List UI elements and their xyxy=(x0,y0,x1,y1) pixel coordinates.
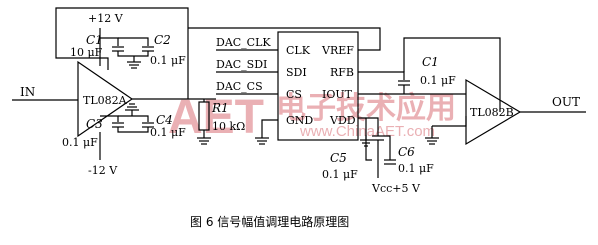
label-dac-clk: DAC_CLK xyxy=(216,36,271,49)
label-r1-name: R1 xyxy=(211,101,229,115)
label-c6-name: C6 xyxy=(398,145,415,159)
label-supply-pos: +12 V xyxy=(88,12,124,25)
figure-caption: 图 6 信号幅值调理电路原理图 xyxy=(190,214,349,229)
label-c1-left-name: C1 xyxy=(86,33,103,47)
opamp1-symbol xyxy=(77,60,134,138)
label-pin-cs: CS xyxy=(286,88,302,101)
label-dac-cs: DAC_CS xyxy=(216,80,263,93)
label-c1-right-name: C1 xyxy=(422,55,439,69)
label-pin-gnd: GND xyxy=(286,114,313,127)
label-c1-right-value: 0.1 μF xyxy=(420,74,456,87)
label-c4-name: C4 xyxy=(156,113,173,127)
opamp1-feedback-wire xyxy=(55,7,189,99)
label-c1-left-value: 10 μF xyxy=(70,46,103,59)
label-pin-clk: CLK xyxy=(286,44,311,57)
opamp2-symbol xyxy=(465,78,522,146)
label-pin-vdd: VDD xyxy=(329,114,356,127)
label-opamp1: TL082A xyxy=(83,94,128,107)
watermark: AET 电子技术应用 www.ChinaAET.com xyxy=(168,91,456,144)
watermark-url: www.ChinaAET.com xyxy=(299,123,435,140)
label-pin-vref: VREF xyxy=(321,44,354,57)
label-r1-value: 10 kΩ xyxy=(212,120,245,133)
label-output: OUT xyxy=(552,95,580,109)
label-c3-value: 0.1 μF xyxy=(62,136,98,149)
label-c2-name: C2 xyxy=(154,33,171,47)
label-input: IN xyxy=(20,85,35,99)
dac-chip xyxy=(277,31,359,141)
rfb-wire xyxy=(358,71,405,80)
label-c5-name: C5 xyxy=(330,151,347,165)
label-pin-sdi: SDI xyxy=(286,66,307,79)
label-c2-value: 0.1 μF xyxy=(150,54,186,67)
label-c5-value: 0.1 μF xyxy=(322,168,358,181)
label-supply-neg: -12 V xyxy=(88,164,118,177)
label-vcc: Vcc+5 V xyxy=(371,182,421,195)
schematic: AET 电子技术应用 www.ChinaAET.com xyxy=(12,7,586,229)
label-dac-sdi: DAC_SDI xyxy=(216,58,267,71)
label-pin-rfb: RFB xyxy=(330,66,354,79)
label-pin-iout: IOUT xyxy=(322,88,353,101)
label-c6-value: 0.1 μF xyxy=(398,162,434,175)
vref-wire xyxy=(188,27,381,51)
label-c4-value: 0.1 μF xyxy=(150,126,186,139)
label-opamp2: TL082B xyxy=(470,106,514,119)
watermark-brand: AET xyxy=(168,91,264,144)
label-c3-name: C3 xyxy=(86,117,103,131)
